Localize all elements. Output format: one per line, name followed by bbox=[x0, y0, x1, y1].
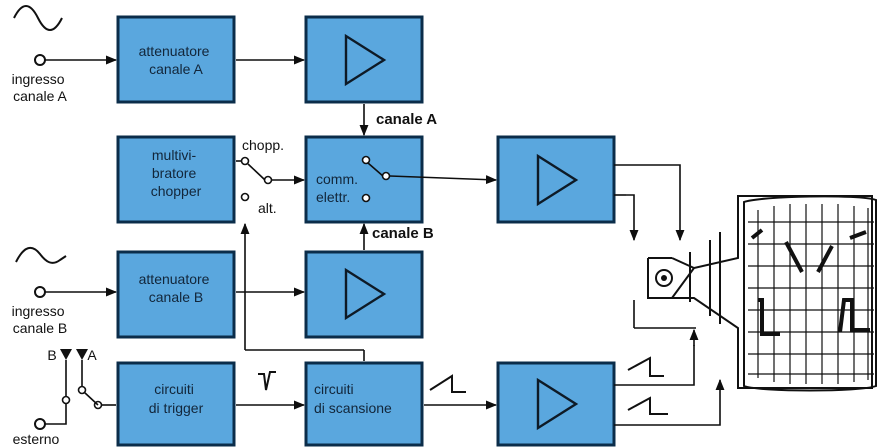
sweep-circuits-block bbox=[304, 361, 424, 447]
sine-wave-icon-a bbox=[13, 5, 63, 31]
sine-wave-icon-b bbox=[15, 246, 67, 264]
input-label-a: ingresso canale A bbox=[12, 71, 69, 104]
trigger-source-b-label: B bbox=[47, 347, 56, 363]
trigger-switch-contact-b bbox=[61, 395, 71, 405]
amplifier-b-icon bbox=[344, 267, 387, 321]
vertical-amplifier-block bbox=[496, 135, 616, 224]
chopp-contact bbox=[240, 156, 250, 166]
switch-contact-a bbox=[361, 155, 371, 165]
sawtooth-icon-1 bbox=[429, 374, 466, 393]
switch-output-contact bbox=[381, 171, 391, 181]
electronic-switch-label: comm. elettr. bbox=[316, 171, 362, 205]
vertical-amplifier-icon bbox=[536, 153, 579, 207]
trigger-arrow-b bbox=[60, 349, 72, 360]
trigger-arrow-a bbox=[76, 349, 88, 360]
chopper-multivibrator-block bbox=[116, 135, 236, 224]
attenuator-b-label: attenuatore canale B bbox=[139, 271, 214, 305]
horizontal-amplifier-block bbox=[496, 361, 616, 447]
trigger-circuits-block bbox=[116, 361, 236, 447]
chopp-label: chopp. bbox=[242, 137, 284, 153]
trigger-circuits-label: circuiti di trigger bbox=[149, 381, 204, 416]
crt-tube-icon bbox=[647, 195, 877, 392]
electronic-switch-block bbox=[304, 135, 424, 224]
trigger-pulse-icon bbox=[258, 371, 276, 391]
input-terminal-b[interactable] bbox=[34, 286, 46, 298]
input-label-b: ingresso canale B bbox=[12, 303, 69, 336]
amplifier-b-block bbox=[304, 250, 424, 339]
switch-lever bbox=[367, 162, 384, 177]
input-terminal-a[interactable] bbox=[34, 54, 46, 66]
trigger-switch-lever[interactable] bbox=[83, 391, 99, 406]
sawtooth-icon-3 bbox=[627, 396, 668, 415]
alt-contact bbox=[240, 192, 250, 202]
switch-contact-b bbox=[361, 193, 371, 203]
chopper-multivibrator-label: multivi- bratore chopper bbox=[151, 147, 202, 199]
channel-a-label: canale A bbox=[376, 111, 437, 128]
sweep-circuits-label: circuiti di scansione bbox=[314, 381, 392, 416]
mode-switch-pivot bbox=[263, 175, 273, 185]
attenuator-a-block bbox=[116, 15, 236, 104]
input-terminal-ext[interactable] bbox=[34, 418, 46, 430]
amplifier-a-block bbox=[304, 15, 424, 104]
input-label-ext: esterno bbox=[13, 431, 60, 447]
horizontal-amplifier-icon bbox=[536, 377, 579, 431]
trigger-source-a-label: A bbox=[87, 347, 97, 363]
amplifier-a-icon bbox=[344, 33, 387, 87]
trigger-switch-contact-a bbox=[77, 385, 87, 395]
mode-switch-lever[interactable] bbox=[247, 163, 266, 181]
attenuator-a-label: attenuatore canale A bbox=[139, 43, 214, 77]
sawtooth-icon-2 bbox=[627, 356, 664, 377]
channel-b-label: canale B bbox=[372, 225, 434, 242]
alt-label: alt. bbox=[258, 200, 277, 216]
attenuator-b-block bbox=[116, 250, 236, 339]
